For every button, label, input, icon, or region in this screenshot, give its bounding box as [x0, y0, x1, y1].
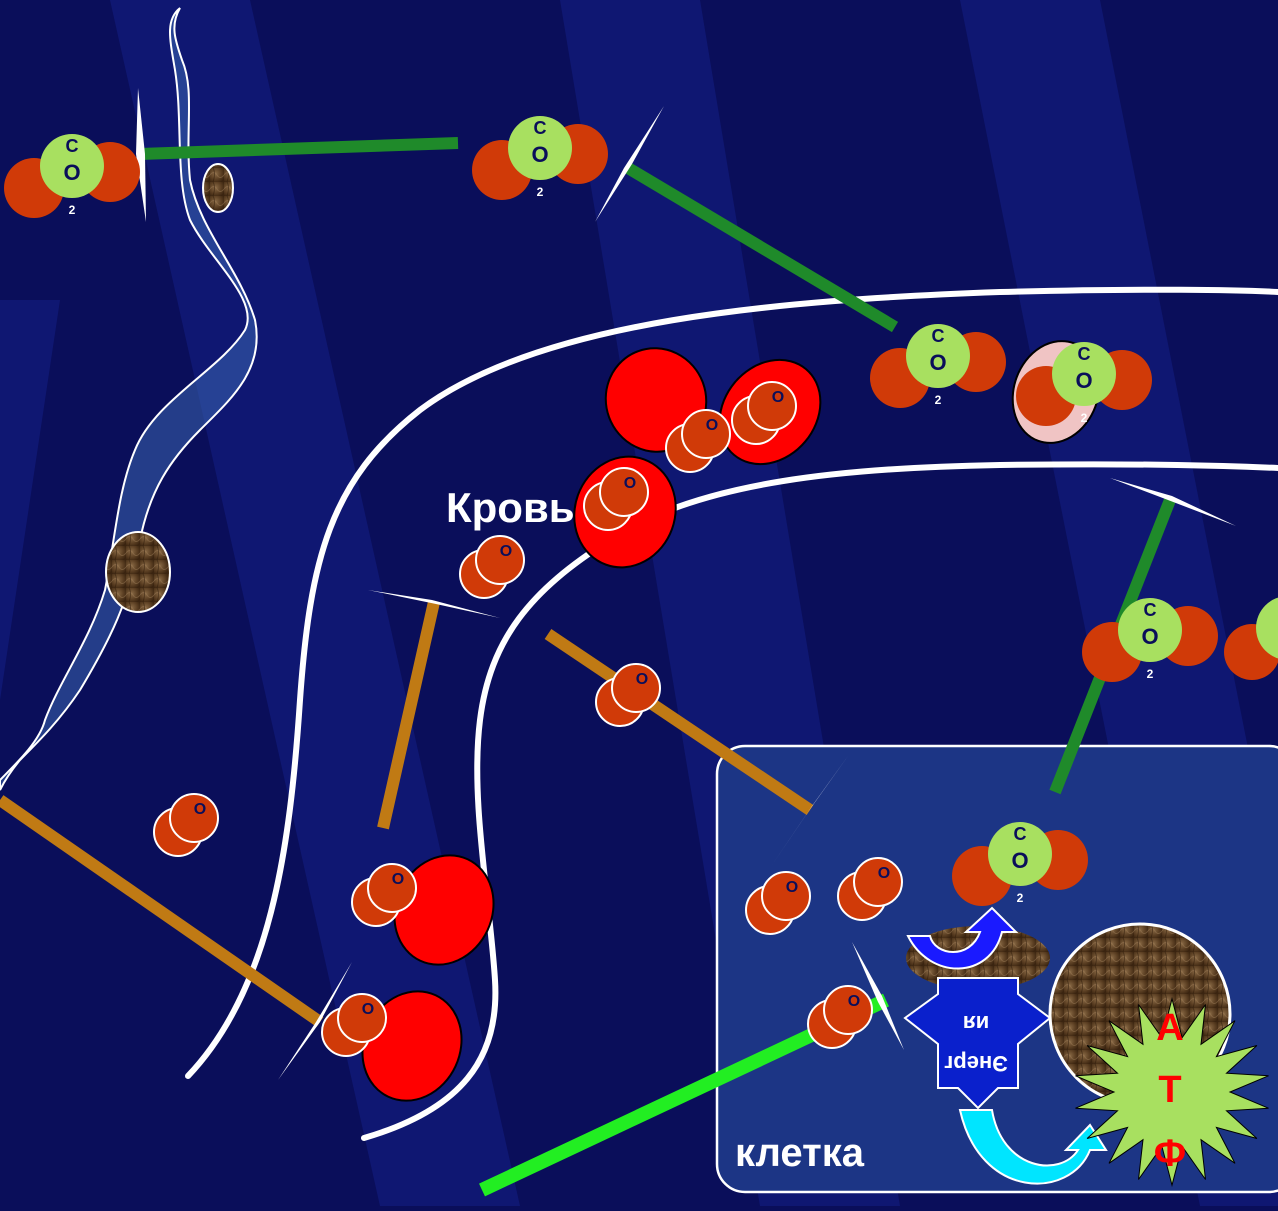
- cell-label: клетка: [735, 1131, 865, 1175]
- molecule-subscript: 2: [1017, 891, 1024, 905]
- atp-letter-f: Ф: [1154, 1133, 1186, 1175]
- endothelial-nucleus: [203, 164, 233, 212]
- molecule-c-label: C: [1014, 824, 1027, 844]
- molecule-subscript: 2: [69, 203, 76, 217]
- molecule-c-label: C: [932, 326, 945, 346]
- o2-label: O: [194, 801, 206, 818]
- o2-label: O: [848, 993, 860, 1010]
- atp-letter-t: Т: [1158, 1069, 1181, 1111]
- molecule-c-label: C: [534, 118, 547, 138]
- energy-label-line2: ия: [963, 1011, 989, 1036]
- o2-label: O: [878, 865, 890, 882]
- o2-label: O: [636, 671, 648, 688]
- molecule-c-label: C: [66, 136, 79, 156]
- o2-label: O: [772, 389, 784, 406]
- molecule-o-label: O: [1141, 624, 1158, 649]
- molecule-c-label: C: [1144, 600, 1157, 620]
- molecule-o-label: O: [63, 160, 80, 185]
- molecule-subscript: 2: [935, 393, 942, 407]
- o2-label: O: [624, 475, 636, 492]
- atp-letter-a: А: [1156, 1007, 1183, 1049]
- molecule-o-label: O: [929, 350, 946, 375]
- endothelial-nucleus: [106, 532, 170, 612]
- molecule-subscript: 2: [537, 185, 544, 199]
- o2-label: O: [706, 417, 718, 434]
- o2-label: O: [500, 543, 512, 560]
- o2-label: O: [392, 871, 404, 888]
- o2-label: O: [786, 879, 798, 896]
- molecule-o-label: O: [1075, 368, 1092, 393]
- molecule-o-label: O: [531, 142, 548, 167]
- blood-label: Кровь: [446, 484, 575, 531]
- molecule-o-label: O: [1011, 848, 1028, 873]
- molecule-c-label: C: [1078, 344, 1091, 364]
- o2-label: O: [362, 1001, 374, 1018]
- energy-label-line1: Энерг: [944, 1051, 1008, 1076]
- molecule-subscript: 2: [1147, 667, 1154, 681]
- molecule-subscript: 2: [1081, 411, 1088, 425]
